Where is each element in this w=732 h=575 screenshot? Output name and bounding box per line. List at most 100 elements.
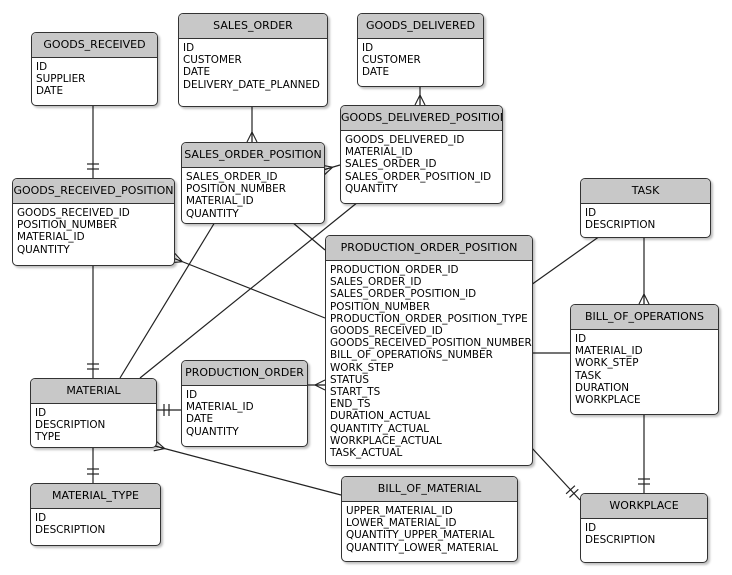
entity-title: TASK (581, 179, 710, 204)
attribute: UPPER_MATERIAL_ID (346, 505, 453, 517)
attribute: SUPPLIER (36, 73, 86, 86)
entity-attributes: ID MATERIAL_ID WORK_STEP TASK DURATION W… (571, 330, 718, 406)
entity-task[interactable]: TASK ID DESCRIPTION (580, 178, 711, 238)
attribute: MATERIAL_ID (575, 345, 643, 358)
cardinality-many-mark (314, 379, 326, 386)
attribute: QUANTITY_LOWER_MATERIAL (346, 541, 499, 554)
attribute: MATERIAL_ID (186, 401, 254, 414)
cardinality-many-mark (314, 384, 326, 391)
relationship-material-material_type (87, 446, 99, 483)
attribute: ID (575, 333, 587, 345)
entity-title: GOODS_DELIVERED (358, 14, 483, 39)
attribute: TASK (575, 369, 602, 382)
relationship-goods_received_position-material (87, 264, 99, 378)
entity-production-order-position[interactable]: PRODUCTION_ORDER_POSITION PRODUCTION_ORD… (325, 235, 533, 466)
relationship-goods_received_position-production_order_position (171, 252, 326, 319)
attribute: QUANTITY_UPPER_MATERIAL (346, 529, 495, 542)
attribute: DESCRIPTION (35, 524, 106, 537)
relationship-line (291, 221, 326, 251)
cardinality-many-mark (643, 293, 650, 305)
entity-bill-of-operations[interactable]: BILL_OF_OPERATIONS ID MATERIAL_ID WORK_S… (570, 304, 719, 415)
entity-goods-delivered-position[interactable]: GOODS_DELIVERED_POSITION GOODS_DELIVERED… (340, 105, 503, 204)
attribute: DURATION (575, 381, 630, 394)
entity-attributes: ID CUSTOMER DATE (358, 39, 483, 79)
relationship-bill_of_operations-workplace (638, 413, 650, 493)
relationship-goods_received-goods_received_position (87, 104, 99, 178)
relationship-material-bill_of_material (153, 440, 342, 496)
entity-title: GOODS_RECEIVED (32, 33, 157, 58)
cardinality-many-mark (154, 445, 165, 450)
attribute: QUANTITY (186, 425, 239, 438)
cardinality-many-mark (155, 440, 166, 449)
attribute: QUANTITY (17, 243, 70, 256)
attribute: PRODUCTION_ORDER_POSITION_TYPE (330, 312, 528, 325)
relationship-line (530, 446, 581, 501)
attribute: SALES_ORDER_POSITION_ID (330, 288, 477, 301)
attribute: DESCRIPTION (585, 219, 656, 232)
relationship-production_order-material (155, 404, 181, 416)
attribute: WORK_STEP (575, 357, 639, 370)
entity-attributes: ID DESCRIPTION (581, 519, 707, 546)
entity-sales-order[interactable]: SALES_ORDER ID CUSTOMER DATE DELIVERY_DA… (178, 13, 328, 107)
attribute: TASK_ACTUAL (330, 447, 403, 460)
relationship-line (530, 235, 601, 286)
entity-title: SALES_ORDER_POSITION (182, 143, 324, 168)
attribute: QUANTITY (345, 182, 398, 195)
attribute: DATE (36, 85, 64, 98)
attribute: ID (186, 389, 198, 401)
entity-attributes: ID MATERIAL_ID DATE QUANTITY (182, 386, 307, 438)
entity-title: BILL_OF_OPERATIONS (571, 305, 718, 330)
attribute: CUSTOMER (183, 54, 242, 67)
entity-title: GOODS_RECEIVED_POSITION (13, 179, 174, 204)
attribute: QUANTITY (186, 207, 239, 220)
relationship-goods_delivered_position-material (139, 201, 359, 379)
cardinality-many-mark (174, 252, 183, 263)
entity-title: GOODS_DELIVERED_POSITION (341, 106, 502, 131)
attribute: DESCRIPTION (35, 419, 106, 432)
attribute: WORKPLACE (575, 394, 641, 407)
relationship-sales_order_position-production_order_position (291, 221, 326, 251)
entity-attributes: GOODS_DELIVERED_ID MATERIAL_ID SALES_ORD… (341, 131, 502, 195)
attribute: QUANTITY_ACTUAL (330, 422, 429, 435)
attribute: MATERIAL_ID (17, 231, 85, 244)
attribute: GOODS_RECEIVED_ID (17, 207, 130, 219)
relationship-production_order-production_order_position (306, 379, 326, 391)
entity-material-type[interactable]: MATERIAL_TYPE ID DESCRIPTION (30, 483, 161, 546)
entity-attributes: SALES_ORDER_ID POSITION_NUMBER MATERIAL_… (182, 168, 324, 220)
attribute: SALES_ORDER_ID (330, 276, 422, 289)
entity-title: MATERIAL (31, 379, 156, 404)
attribute: ID (585, 207, 597, 219)
entity-goods-received[interactable]: GOODS_RECEIVED ID SUPPLIER DATE (31, 32, 158, 106)
attribute: SALES_ORDER_POSITION_ID (345, 170, 492, 183)
entity-goods-delivered[interactable]: GOODS_DELIVERED ID CUSTOMER DATE (357, 13, 484, 87)
attribute: PRODUCTION_ORDER_ID (330, 264, 459, 276)
attribute: ID (362, 42, 374, 54)
attribute: START_TS (330, 386, 381, 399)
entity-title: MATERIAL_TYPE (31, 484, 160, 509)
cardinality-many-mark (419, 94, 426, 106)
attribute: ID (183, 42, 195, 54)
attribute: POSITION_NUMBER (186, 183, 286, 196)
entity-attributes: ID DESCRIPTION (581, 204, 710, 231)
entity-title: PRODUCTION_ORDER_POSITION (326, 236, 532, 261)
entity-goods-received-position[interactable]: GOODS_RECEIVED_POSITION GOODS_RECEIVED_I… (12, 178, 175, 266)
attribute: DELIVERY_DATE_PLANNED (183, 78, 320, 91)
entity-title: WORKPLACE (581, 494, 707, 519)
entity-material[interactable]: MATERIAL ID DESCRIPTION TYPE (30, 378, 157, 448)
cardinality-many-mark (153, 448, 165, 452)
cardinality-one-mark (565, 485, 576, 495)
entity-bill-of-material[interactable]: BILL_OF_MATERIAL UPPER_MATERIAL_ID LOWER… (341, 476, 518, 562)
entity-attributes: ID CUSTOMER DATE DELIVERY_DATE_PLANNED (179, 39, 327, 91)
entity-sales-order-position[interactable]: SALES_ORDER_POSITION SALES_ORDER_ID POSI… (181, 142, 325, 224)
attribute: DURATION_ACTUAL (330, 410, 431, 423)
attribute: ID (35, 407, 47, 419)
relationship-production_order_position-workplace (530, 446, 581, 501)
attribute: END_TS (330, 398, 371, 411)
relationship-line (139, 201, 359, 379)
attribute: WORKPLACE_ACTUAL (330, 434, 442, 447)
entity-workplace[interactable]: WORKPLACE ID DESCRIPTION (580, 493, 708, 563)
attribute: ID (35, 512, 47, 524)
entity-production-order[interactable]: PRODUCTION_ORDER ID MATERIAL_ID DATE QUA… (181, 360, 308, 447)
entity-title: PRODUCTION_ORDER (182, 361, 307, 386)
attribute: ID (36, 61, 48, 73)
